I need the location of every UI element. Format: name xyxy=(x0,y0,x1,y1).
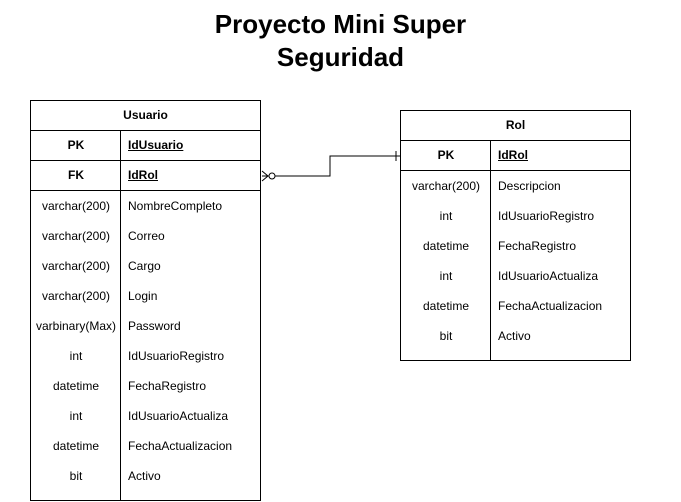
field-name: IdUsuarioRegistro xyxy=(128,349,225,363)
key-type: FK xyxy=(68,168,84,182)
field-row[interactable]: int IdUsuarioRegistro xyxy=(31,341,260,371)
field-row[interactable]: varbinary(Max) Password xyxy=(31,311,260,341)
field-name: Cargo xyxy=(128,259,161,273)
field-name: Correo xyxy=(128,229,165,243)
field-name: FechaRegistro xyxy=(498,239,577,253)
field-type: varbinary(Max) xyxy=(35,319,116,333)
field-row[interactable]: bit Activo xyxy=(31,461,260,491)
field-name: FechaRegistro xyxy=(128,379,207,393)
crows-foot-upper xyxy=(261,170,269,177)
field-row[interactable]: int IdUsuarioRegistro xyxy=(401,201,630,231)
field-name: FechaActualizacion xyxy=(128,439,233,453)
field-row[interactable]: bit Activo xyxy=(401,321,630,351)
field-row[interactable]: varchar(200) NombreCompleto xyxy=(31,191,260,221)
field-name: IdUsuarioRegistro xyxy=(498,209,595,223)
key-type: PK xyxy=(437,148,455,162)
key-name: IdRol xyxy=(498,148,528,162)
field-type: int xyxy=(69,409,83,423)
field-type: varchar(200) xyxy=(41,259,111,273)
field-type: bit xyxy=(69,469,83,483)
field-name: Password xyxy=(128,319,181,333)
key-row-pk[interactable]: PK IdRol xyxy=(401,141,630,171)
field-row[interactable]: datetime FechaRegistro xyxy=(401,231,630,261)
entity-usuario[interactable]: Usuario PK IdUsuario FK IdRol varchar(20… xyxy=(30,100,261,501)
field-type: int xyxy=(439,209,453,223)
field-name: Activo xyxy=(498,329,531,343)
field-row[interactable]: datetime FechaActualizacion xyxy=(31,431,260,461)
field-name: Login xyxy=(128,289,158,303)
field-row[interactable]: varchar(200) Descripcion xyxy=(401,171,630,201)
key-type: PK xyxy=(67,138,85,152)
field-row[interactable]: datetime FechaRegistro xyxy=(31,371,260,401)
diagram-subtitle: Seguridad xyxy=(276,42,405,72)
field-type: varchar(200) xyxy=(41,229,111,243)
field-type: datetime xyxy=(52,379,100,393)
field-type: varchar(200) xyxy=(41,199,111,213)
key-row-pk[interactable]: PK IdUsuario xyxy=(31,131,260,161)
column-divider xyxy=(120,131,121,500)
field-name: NombreCompleto xyxy=(128,199,223,213)
key-name: IdUsuario xyxy=(128,138,184,152)
field-type: datetime xyxy=(422,239,470,253)
crows-foot-lower xyxy=(261,175,269,182)
field-type: varchar(200) xyxy=(411,179,481,193)
field-type: varchar(200) xyxy=(41,289,111,303)
field-type: int xyxy=(69,349,83,363)
field-type: int xyxy=(439,269,453,283)
entity-header: Rol xyxy=(401,111,630,141)
key-row-fk[interactable]: FK IdRol xyxy=(31,161,260,191)
field-type: bit xyxy=(439,329,453,343)
diagram-title: Proyecto Mini Super xyxy=(214,9,467,39)
entity-rol[interactable]: Rol PK IdRol varchar(200) Descripcion in… xyxy=(400,110,631,361)
field-row[interactable]: varchar(200) Cargo xyxy=(31,251,260,281)
field-type: datetime xyxy=(422,299,470,313)
field-name: IdUsuarioActualiza xyxy=(498,269,599,283)
field-name: Activo xyxy=(128,469,161,483)
field-name: IdUsuarioActualiza xyxy=(128,409,229,423)
field-row[interactable]: datetime FechaActualizacion xyxy=(401,291,630,321)
field-row[interactable]: varchar(200) Correo xyxy=(31,221,260,251)
column-divider xyxy=(490,141,491,360)
field-name: Descripcion xyxy=(498,179,561,193)
entity-header: Usuario xyxy=(31,101,260,131)
field-row[interactable]: varchar(200) Login xyxy=(31,281,260,311)
key-name: IdRol xyxy=(128,168,158,182)
field-name: FechaActualizacion xyxy=(498,299,603,313)
relationship-line xyxy=(262,155,400,177)
field-row[interactable]: int IdUsuarioActualiza xyxy=(401,261,630,291)
field-row[interactable]: int IdUsuarioActualiza xyxy=(31,401,260,431)
field-type: datetime xyxy=(52,439,100,453)
optional-circle xyxy=(268,172,276,180)
